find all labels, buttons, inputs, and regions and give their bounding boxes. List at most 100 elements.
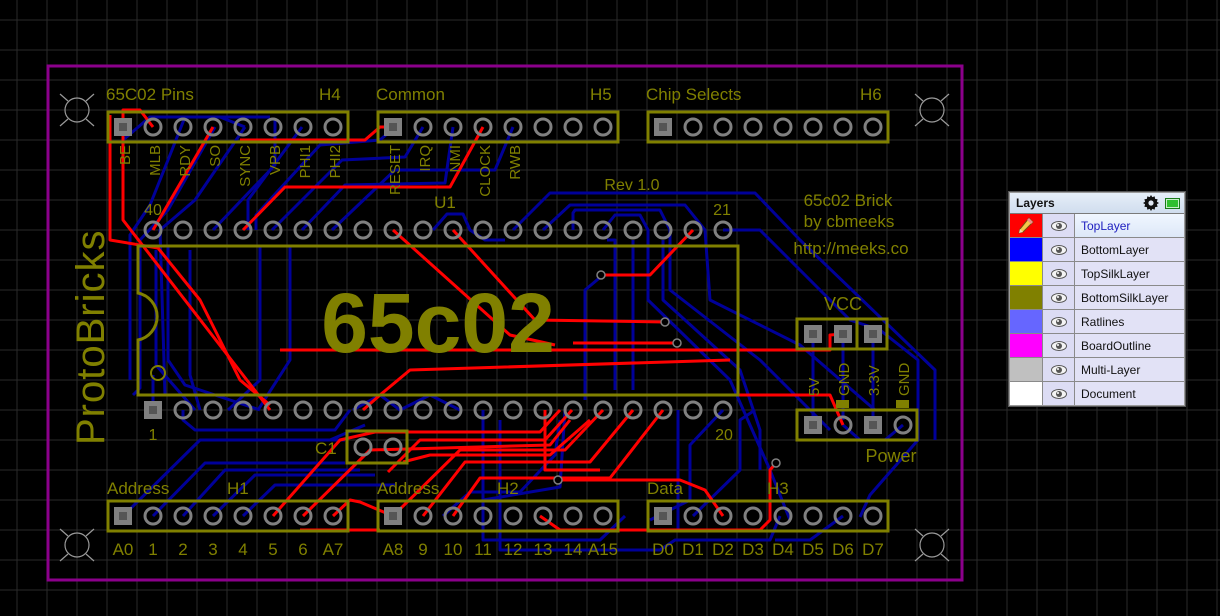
bottom-trace: [723, 228, 920, 518]
layer-row-boardoutline[interactable]: BoardOutline: [1010, 333, 1184, 357]
header-pad: [443, 506, 463, 526]
layer-color-swatch[interactable]: [1010, 238, 1043, 261]
layer-name[interactable]: BottomLayer: [1075, 238, 1184, 261]
top-trace: [421, 409, 635, 517]
header-h4: [106, 110, 350, 144]
top-trace: [241, 126, 485, 232]
bottom-trace: [166, 245, 261, 412]
pin-label: 9: [418, 540, 427, 559]
layer-row-topsilklayer[interactable]: TopSilkLayer: [1010, 261, 1184, 285]
power-pad: [893, 415, 913, 435]
u1-pad: [323, 220, 343, 240]
bottom-trace: [256, 245, 292, 411]
layer-name[interactable]: TopSilkLayer: [1075, 262, 1184, 285]
header-title: Common: [376, 85, 445, 104]
pad-hole: [389, 512, 397, 520]
mounting-hole-icon: [914, 93, 950, 127]
layer-name[interactable]: Multi-Layer: [1075, 358, 1184, 381]
header-title: Address: [377, 479, 439, 498]
pin-label: A7: [323, 540, 344, 559]
header-h5: [376, 110, 620, 144]
eye-icon[interactable]: [1043, 238, 1075, 261]
header-designator: H4: [319, 85, 341, 104]
layer-row-multi-layer[interactable]: Multi-Layer: [1010, 357, 1184, 381]
u1-pin-top-first: 40: [144, 202, 162, 219]
u1-pad: [563, 400, 583, 420]
u1-pad: [473, 220, 493, 240]
layer-row-bottomlayer[interactable]: BottomLayer: [1010, 237, 1184, 261]
layer-name[interactable]: Document: [1075, 382, 1184, 405]
u1-pad: [383, 220, 403, 240]
layer-name[interactable]: TopLayer: [1075, 214, 1184, 237]
pin-label: MLB: [147, 145, 164, 176]
eye-icon[interactable]: [1043, 262, 1075, 285]
mounting-hole-tick: [914, 93, 924, 102]
eye-icon[interactable]: [1043, 214, 1075, 237]
header-pad: [533, 506, 553, 526]
gear-icon[interactable]: [1143, 195, 1159, 211]
mounting-hole-tick: [914, 553, 924, 562]
mounting-hole-icon: [59, 528, 95, 562]
pin-label: RESET: [387, 145, 404, 195]
layer-name[interactable]: BottomSilkLayer: [1075, 286, 1184, 309]
header-title: 65C02 Pins: [106, 85, 194, 104]
pad-hole: [659, 512, 667, 520]
layer-color-swatch[interactable]: [1010, 382, 1043, 405]
layer-name[interactable]: BoardOutline: [1075, 334, 1184, 357]
bottom-trace: [482, 409, 567, 502]
eye-icon[interactable]: [1043, 382, 1075, 405]
layer-color-swatch[interactable]: [1010, 358, 1043, 381]
layer-name[interactable]: Ratlines: [1075, 310, 1184, 333]
header-outline: [646, 110, 890, 144]
c1-designator: C1: [315, 439, 337, 458]
header-h1: [106, 499, 350, 533]
header-outline: [646, 499, 890, 533]
bottom-trace: [691, 408, 756, 518]
layer-color-swatch[interactable]: [1010, 334, 1043, 357]
layer-color-swatch[interactable]: [1010, 262, 1043, 285]
pin-label: 14: [564, 540, 583, 559]
u1-pad: [713, 220, 733, 240]
header-pad: [473, 506, 493, 526]
layer-color-swatch[interactable]: [1010, 286, 1043, 309]
mounting-hole-tick: [85, 553, 95, 562]
header-pad: [503, 506, 523, 526]
minimize-icon[interactable]: [1165, 197, 1180, 209]
layer-color-swatch[interactable]: [1010, 310, 1043, 333]
pin-label: A0: [113, 540, 134, 559]
u1-designator: U1: [434, 193, 456, 212]
layer-row-ratlines[interactable]: Ratlines: [1010, 309, 1184, 333]
layer-row-document[interactable]: Document: [1010, 381, 1184, 405]
pin-label: D3: [742, 540, 764, 559]
bottom-trace: [188, 250, 202, 411]
u1-pad: [473, 400, 493, 420]
u1-outline: [136, 244, 740, 397]
eye-icon[interactable]: [1043, 310, 1075, 333]
header-pad: [233, 506, 253, 526]
pin-label: A8: [383, 540, 404, 559]
header-pad: [263, 117, 283, 137]
u1-pad: [263, 400, 283, 420]
layers-panel-header[interactable]: Layers: [1010, 193, 1184, 214]
u1-chip: [136, 244, 740, 397]
layer-row-toplayer[interactable]: TopLayer: [1010, 214, 1184, 237]
eye-icon[interactable]: [1043, 286, 1075, 309]
header-pad: [833, 506, 853, 526]
pin-label: D4: [772, 540, 794, 559]
pin-label: SYNC: [237, 145, 254, 187]
power-header: [795, 400, 919, 442]
top-trace: [735, 393, 845, 426]
header-outline: [376, 110, 620, 144]
eye-icon[interactable]: [1043, 358, 1075, 381]
header-pad: [203, 506, 223, 526]
layer-row-bottomsilklayer[interactable]: BottomSilkLayer: [1010, 285, 1184, 309]
vcc-title: VCC: [824, 294, 862, 314]
c1-capacitor: [345, 429, 409, 465]
mounting-hole-ring: [919, 532, 945, 558]
top-trace: [362, 358, 731, 412]
eye-icon[interactable]: [1043, 334, 1075, 357]
power-pin-label: GND: [896, 363, 913, 397]
bottom-trace: [775, 514, 844, 542]
layer-color-swatch[interactable]: [1010, 214, 1043, 237]
